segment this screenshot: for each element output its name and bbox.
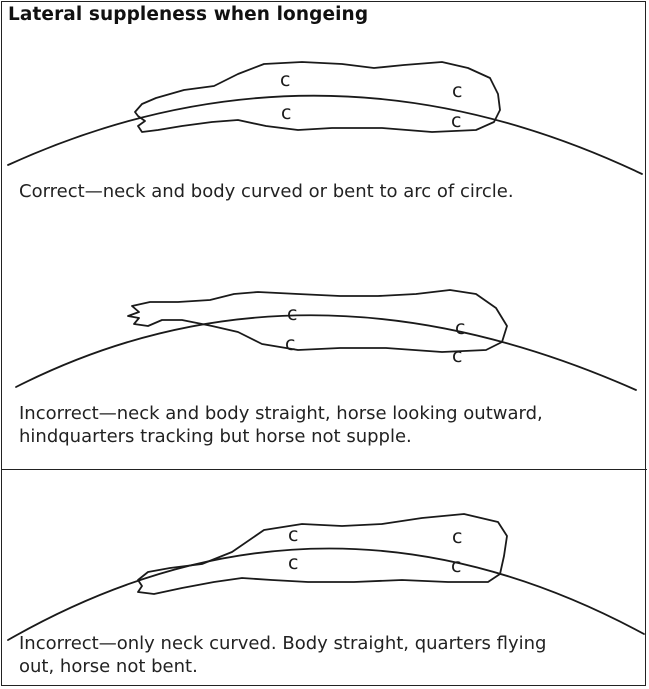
caption-line: out, horse not bent. <box>19 655 639 678</box>
caption-line: Incorrect—neck and body straight, horse … <box>19 402 639 425</box>
hoof-mark: c <box>451 110 461 132</box>
horse-outline <box>128 290 507 352</box>
hoof-mark: c <box>288 524 298 546</box>
caption-correct: Correct—neck and body curved or bent to … <box>19 180 639 203</box>
caption-line: Correct—neck and body curved or bent to … <box>19 180 639 203</box>
circle-arc <box>8 548 644 640</box>
hoof-mark: c <box>287 303 297 325</box>
hoof-mark: c <box>288 552 298 574</box>
panel-correct: c c c c Correct—neck and body curved or … <box>2 2 647 222</box>
hoof-mark: c <box>280 69 290 91</box>
circle-arc <box>8 96 642 174</box>
circle-arc <box>16 315 636 390</box>
hoof-mark: c <box>452 526 462 548</box>
hoof-mark: c <box>451 555 461 577</box>
panel-incorrect-neck-only: c c c c Incorrect—only neck curved. Body… <box>2 470 647 687</box>
caption-line: Incorrect—only neck curved. Body straigh… <box>19 632 639 655</box>
hoof-mark: c <box>452 80 462 102</box>
caption-incorrect-straight: Incorrect—neck and body straight, horse … <box>19 402 639 448</box>
horse-outline <box>135 62 500 132</box>
caption-line: hindquarters tracking but horse not supp… <box>19 425 639 448</box>
hoof-mark: c <box>455 317 465 339</box>
hoof-mark: c <box>285 333 295 355</box>
caption-incorrect-neck-only: Incorrect—only neck curved. Body straigh… <box>19 632 639 678</box>
panel-incorrect-straight: c c c c Incorrect—neck and body straight… <box>2 222 647 472</box>
hoof-mark: c <box>281 102 291 124</box>
hoof-mark: c <box>452 345 462 367</box>
